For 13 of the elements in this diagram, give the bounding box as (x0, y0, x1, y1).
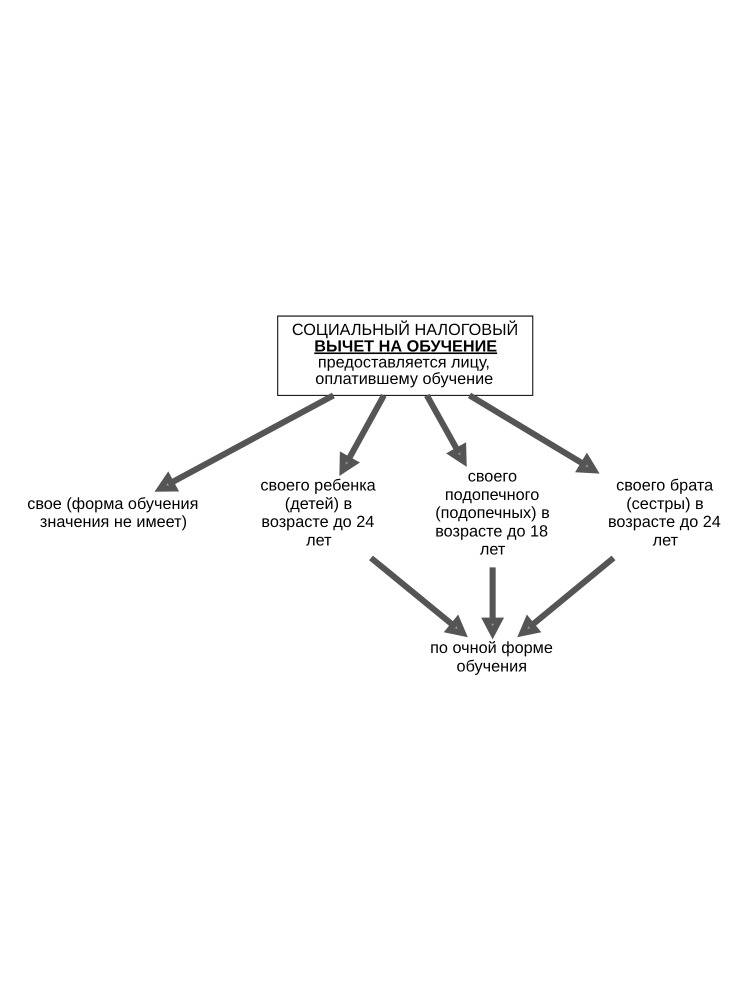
arrow (481, 567, 504, 640)
node-text: своего ребенка (детей) в возрасте до 24 лет (260, 476, 376, 550)
arrow (517, 556, 616, 638)
node-box: СОЦИАЛЬНЫЙ НАЛОГОВЫЙ ВЫЧЕТ НА ОБУЧЕНИЕ предоставляется лицу, оплатившему обучение (277, 316, 534, 396)
node-text: своего подопечного (подопечных) в возрасте до 18 лет (435, 468, 550, 559)
arrow (369, 556, 468, 638)
arrow (154, 392, 335, 492)
node-text: своего брата (сестры) в возрасте до 24 лет (608, 476, 721, 550)
node-text: по очной форме обучения (430, 639, 553, 676)
arrow (424, 394, 467, 467)
arrow (339, 394, 387, 476)
arrow (468, 392, 600, 474)
node-text: свое (форма обучения значения не имеет) (27, 494, 198, 532)
